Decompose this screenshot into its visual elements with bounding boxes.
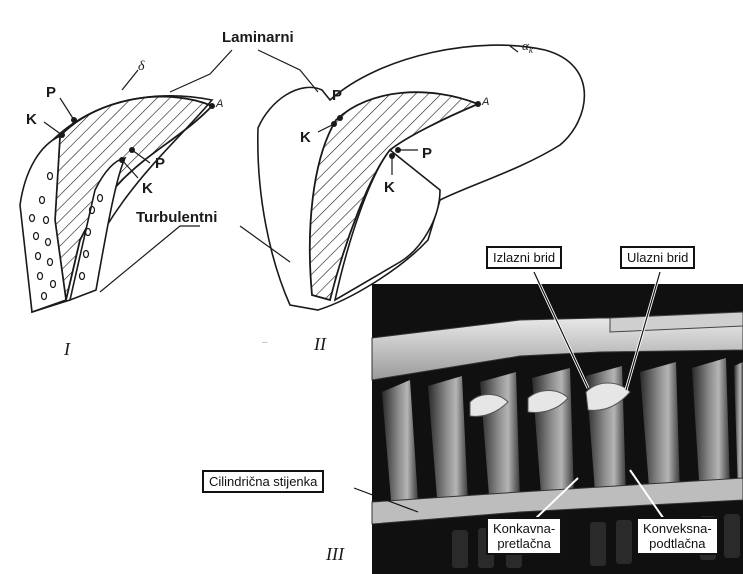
leader-turbulentni [100, 226, 200, 292]
label-p-one-lower: P [155, 155, 165, 172]
label-laminarni: Laminarni [222, 29, 294, 46]
label-delta: δ [138, 59, 145, 74]
label-konkavna-line2: pretlačna [493, 536, 555, 551]
label-k-one-upper: K [26, 111, 37, 128]
label-alpha: αk [522, 38, 534, 55]
label-k-two-upper: K [300, 129, 311, 146]
label-a-one: A [215, 98, 223, 110]
label-k-one-lower: K [142, 180, 153, 197]
slot [616, 520, 632, 564]
leader-k-one-upper [44, 122, 62, 135]
label-izlazni-brid: Izlazni brid [486, 246, 562, 269]
label-konveksna-line1: Konveksna- [643, 521, 712, 536]
leader-delta [122, 70, 138, 90]
label-roman-two: II [313, 334, 327, 354]
label-a-two: A [481, 96, 489, 108]
label-konkavna-line1: Konkavna- [493, 521, 555, 536]
label-konveksna-line2: podtlačna [643, 536, 712, 551]
label-k-two-lower: K [384, 179, 395, 196]
label-roman-three: III [325, 544, 345, 564]
slot [590, 522, 606, 566]
leader-laminarni-left [170, 50, 232, 92]
slot [724, 514, 740, 558]
label-konveksna-podtlacna: Konveksna- podtlačna [636, 517, 719, 555]
leader-p-one-upper [60, 98, 74, 120]
point-a-one [209, 103, 215, 109]
point-a-two [475, 101, 481, 107]
point-p-two-upper [337, 115, 343, 121]
slot [452, 530, 468, 568]
label-roman-one: I [63, 339, 71, 359]
label-ulazni-brid: Ulazni brid [620, 246, 695, 269]
leader-laminarni-right [258, 50, 318, 92]
label-turbulentni: Turbulentni [136, 209, 217, 226]
label-konkavna-pretlacna: Konkavna- pretlačna [486, 517, 562, 555]
label-p-two-upper: P [332, 87, 342, 104]
label-p-one-upper: P [46, 84, 56, 101]
label-cilindricna-stijenka: Cilindrična stijenka [202, 470, 324, 493]
label-p-two-lower: P [422, 145, 432, 162]
scan-mark: – [262, 337, 268, 348]
